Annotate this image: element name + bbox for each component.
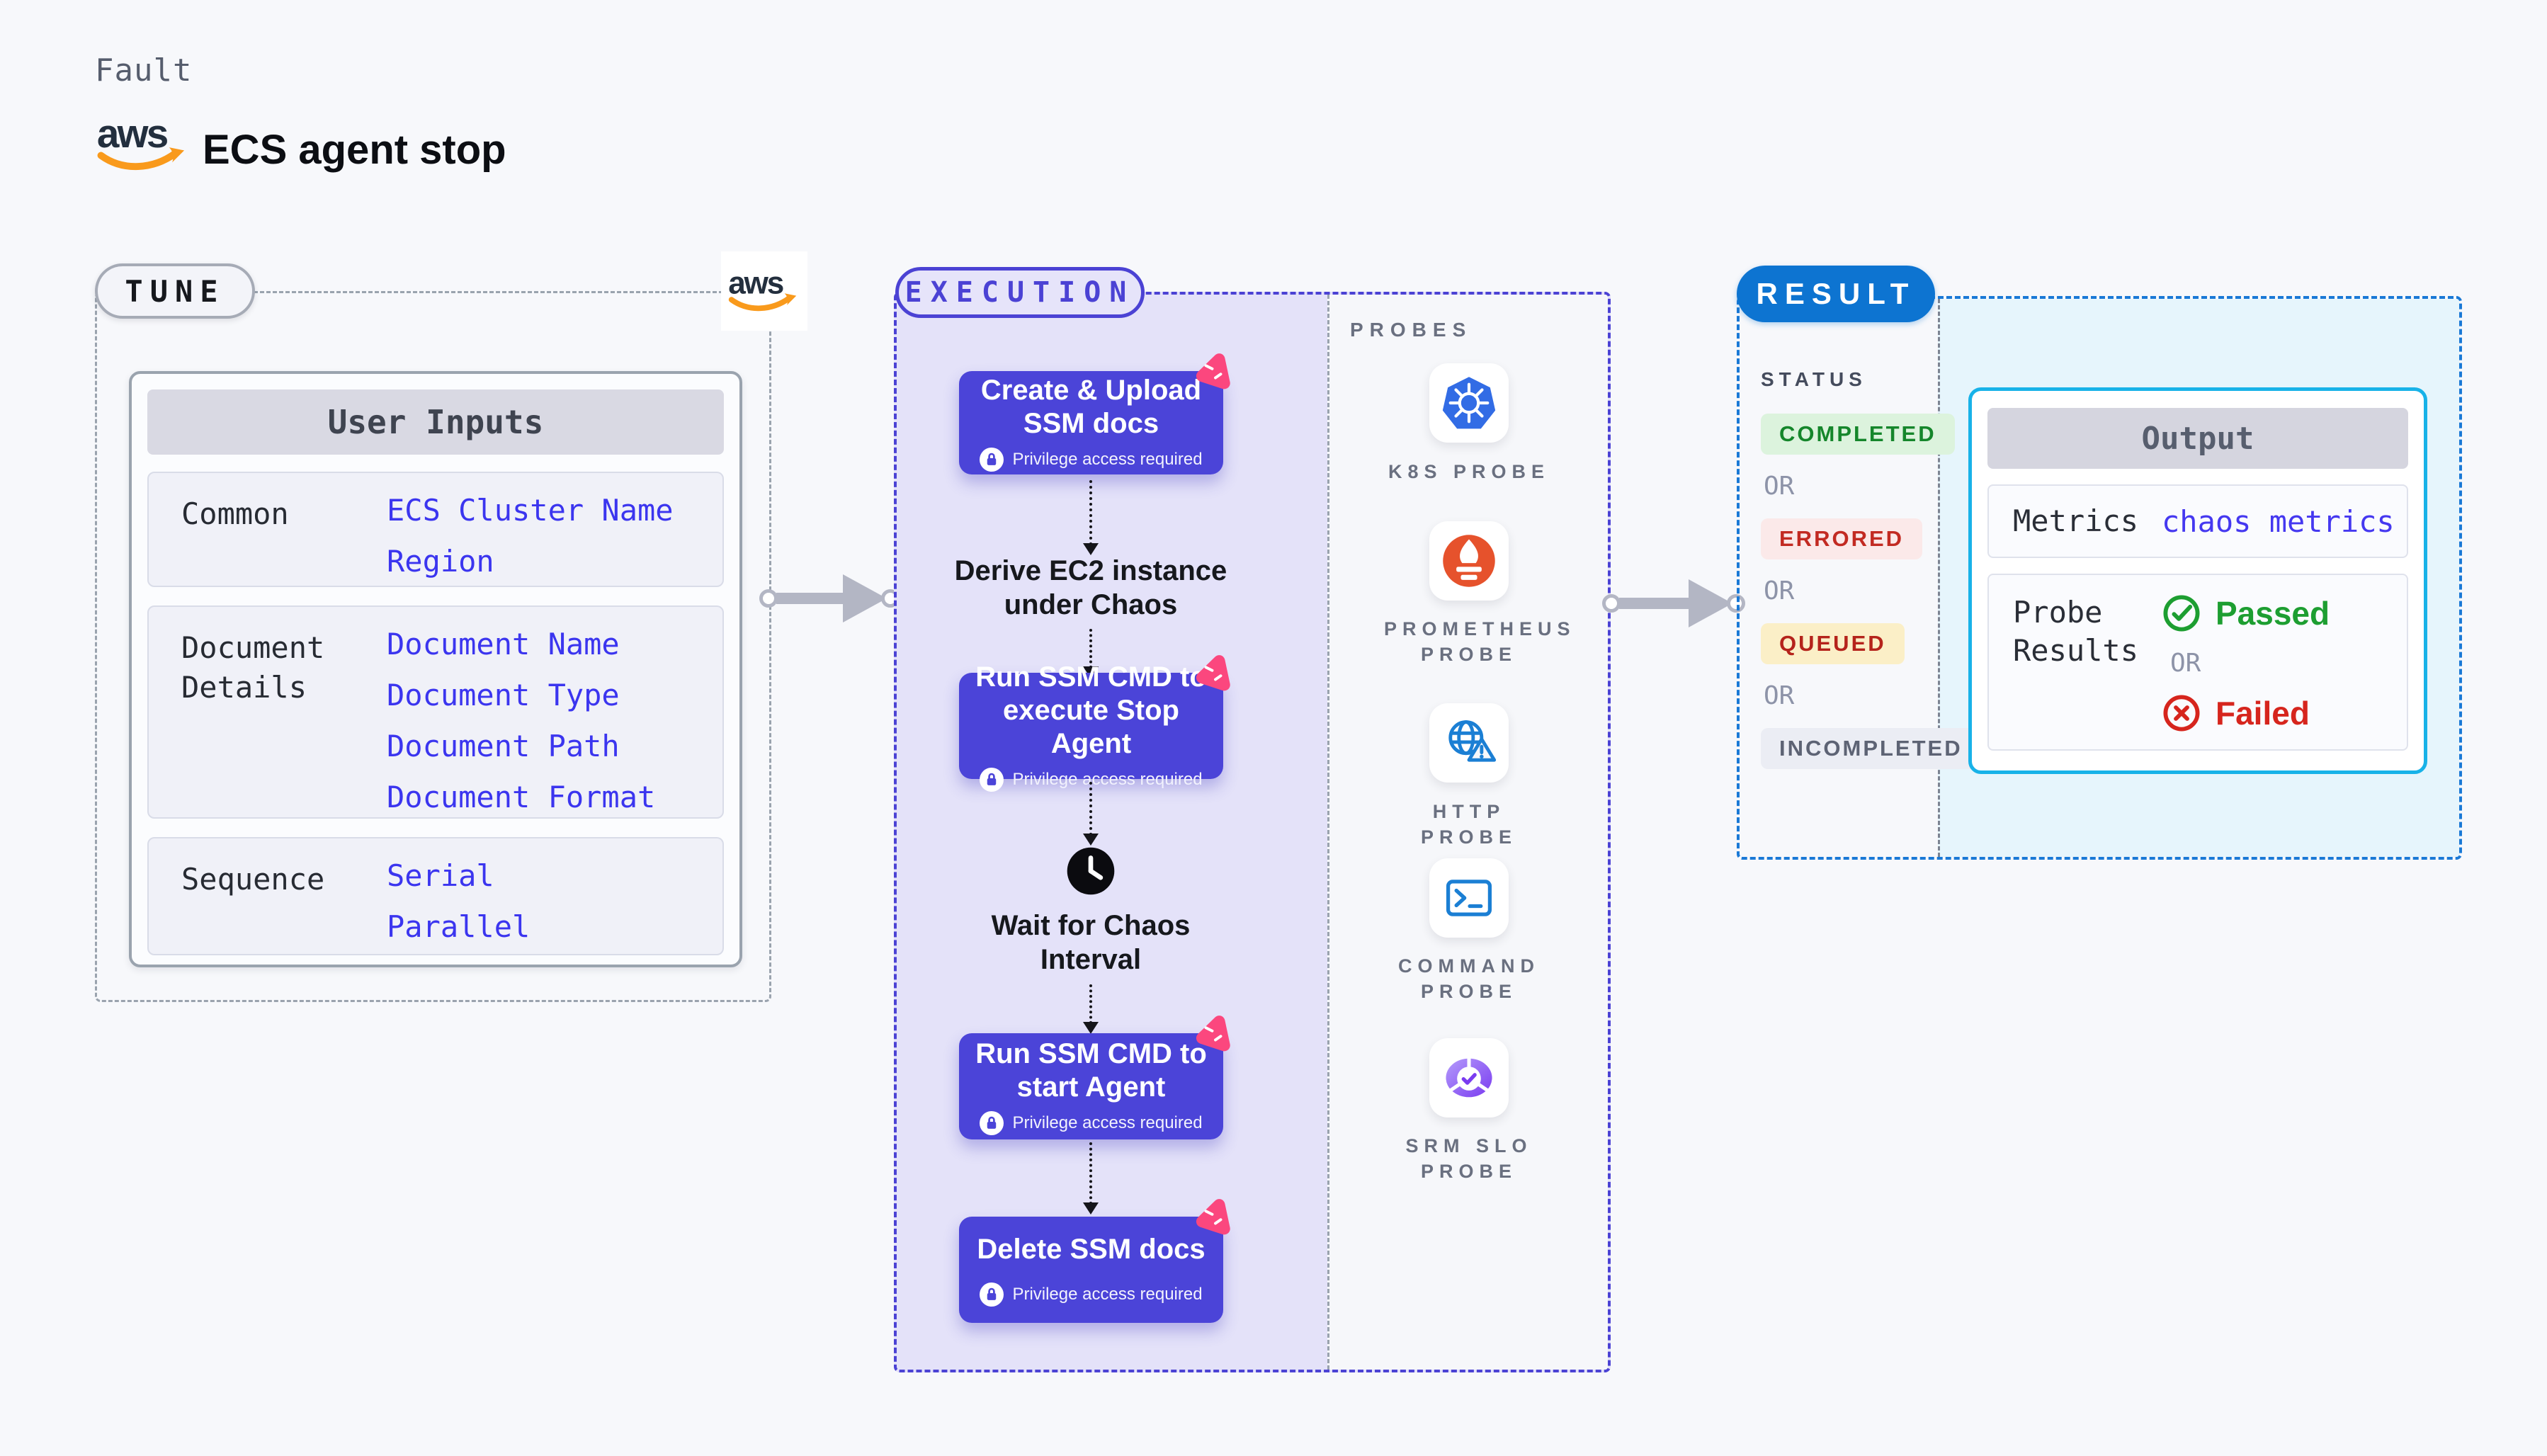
row-value: Region xyxy=(387,544,494,579)
tune-to-execution-arrow xyxy=(776,593,844,604)
step-create-upload-ssm-docs: Create & Upload SSM docs Privilege acces… xyxy=(959,353,1230,474)
metrics-label: Metrics xyxy=(2013,504,2139,538)
arrow-start-node xyxy=(759,589,778,608)
user-inputs-header: User Inputs xyxy=(147,389,724,455)
or-separator: OR xyxy=(1764,472,1795,501)
flow-arrow xyxy=(1083,1142,1099,1215)
terminal-icon xyxy=(1429,858,1509,938)
execution-to-result-arrow xyxy=(1619,598,1690,609)
litmus-chaos-icon xyxy=(1196,353,1230,389)
step-run-ssm-start-agent: Run SSM CMD to start Agent Privilege acc… xyxy=(959,1016,1230,1139)
user-inputs-card: User Inputs Common ECS Cluster Name Regi… xyxy=(129,371,742,967)
step-title: Run SSM CMD to start Agent xyxy=(975,1038,1207,1103)
output-card: Output Metrics chaos metrics Probe Resul… xyxy=(1968,387,2427,774)
flow-arrow xyxy=(1083,480,1099,555)
step-title: Delete SSM docs xyxy=(977,1234,1206,1265)
lock-icon xyxy=(980,1282,1004,1307)
execution-section-pill: EXECUTION xyxy=(895,267,1145,318)
passed-label: Passed xyxy=(2216,595,2330,632)
derive-ec2-label: Derive EC2 instance under Chaos xyxy=(954,555,1227,620)
aws-logo-small: aws xyxy=(721,251,807,331)
row-label: Document Details xyxy=(181,630,325,705)
aws-wordmark: aws xyxy=(97,113,168,157)
slo-donut-check-icon xyxy=(1429,1038,1509,1117)
lock-icon xyxy=(980,448,1004,472)
tune-section xyxy=(95,291,771,1002)
wait-chaos-interval-label: Wait for Chaos Interval xyxy=(991,910,1191,975)
status-column-title: STATUS xyxy=(1761,368,1867,390)
step-title: Create & Upload SSM docs xyxy=(980,375,1202,439)
row-label: Common xyxy=(181,496,289,531)
metrics-row: Metrics chaos metrics xyxy=(1987,484,2408,558)
or-separator: OR xyxy=(1764,576,1795,605)
result-section-pill: RESULT xyxy=(1737,266,1935,322)
probe-label: SRM SLO PROBE xyxy=(1405,1135,1533,1182)
privilege-badge: Privilege access required xyxy=(1012,1113,1203,1132)
probe-results-row: Probe Results Passed OR Failed xyxy=(1987,574,2408,751)
aws-smile-icon xyxy=(97,149,179,171)
probe-label: HTTP PROBE xyxy=(1420,801,1518,848)
status-badge-completed: COMPLETED xyxy=(1761,414,1955,455)
table-row-document-details: Document Details Document Name Document … xyxy=(147,605,724,819)
row-value: Document Path xyxy=(387,729,620,763)
status-badge-errored: ERRORED xyxy=(1761,518,1923,559)
probe-results-label: Probe Results xyxy=(2013,595,2139,668)
arrow-start-node xyxy=(1602,594,1621,613)
privilege-badge: Privilege access required xyxy=(1012,1285,1203,1304)
or-separator: OR xyxy=(1764,681,1795,710)
litmus-chaos-icon xyxy=(1196,1199,1230,1235)
lock-icon xyxy=(980,767,1004,792)
output-header: Output xyxy=(1987,408,2408,469)
aws-logo: aws xyxy=(95,112,191,177)
probe-label: PROMETHEUS PROBE xyxy=(1384,618,1576,665)
litmus-chaos-icon xyxy=(1196,655,1230,691)
prometheus-icon xyxy=(1429,521,1509,601)
litmus-chaos-icon xyxy=(1196,1016,1230,1052)
step-title: Run SSM CMD to execute Stop Agent xyxy=(975,661,1207,759)
probes-column-title: PROBES xyxy=(1350,319,1473,341)
arrow-head-icon xyxy=(1689,579,1732,627)
status-badge-queued: QUEUED xyxy=(1761,623,1905,664)
table-row-common: Common ECS Cluster Name Region xyxy=(147,472,724,587)
x-circle-icon xyxy=(2163,695,2200,732)
check-circle-icon xyxy=(2163,595,2200,632)
clock-icon xyxy=(1065,845,1117,897)
aws-smile-icon xyxy=(728,295,793,312)
table-row-sequence: Sequence Serial Parallel xyxy=(147,837,724,955)
page-title: ECS agent stop xyxy=(203,127,506,173)
svg-text:aws: aws xyxy=(728,266,783,300)
flow-arrow xyxy=(1083,782,1099,846)
arrow-end-node xyxy=(1727,594,1745,613)
tune-section-pill: TUNE xyxy=(95,263,255,319)
row-value: ECS Cluster Name xyxy=(387,493,674,528)
fault-kicker: Fault xyxy=(95,52,193,89)
arrow-head-icon xyxy=(843,574,887,622)
or-separator: OR xyxy=(2170,649,2201,678)
probe-label: COMMAND PROBE xyxy=(1398,955,1540,1002)
row-value: Document Name xyxy=(387,627,620,661)
row-label: Sequence xyxy=(181,862,325,897)
status-badge-incompleted: INCOMPLETED xyxy=(1761,728,1981,769)
probes-column xyxy=(1327,295,1608,1370)
privilege-badge: Privilege access required xyxy=(1012,769,1203,789)
row-value: Document Format xyxy=(387,780,656,814)
metrics-value: chaos metrics xyxy=(2162,504,2395,539)
row-value: Document Type xyxy=(387,678,620,712)
failed-label: Failed xyxy=(2216,695,2310,732)
flow-arrow xyxy=(1083,984,1099,1034)
row-value: Serial xyxy=(387,858,494,893)
step-delete-ssm-docs: Delete SSM docs Privilege access require… xyxy=(959,1199,1230,1323)
row-value: Parallel xyxy=(387,909,531,944)
execution-section xyxy=(894,292,1611,1372)
lock-icon xyxy=(980,1111,1004,1135)
step-run-ssm-stop-agent: Run SSM CMD to execute Stop Agent Privil… xyxy=(959,655,1230,792)
globe-warning-icon xyxy=(1429,703,1509,783)
privilege-badge: Privilege access required xyxy=(1012,450,1203,469)
kubernetes-icon xyxy=(1429,363,1509,443)
probe-label: K8S PROBE xyxy=(1388,461,1550,482)
